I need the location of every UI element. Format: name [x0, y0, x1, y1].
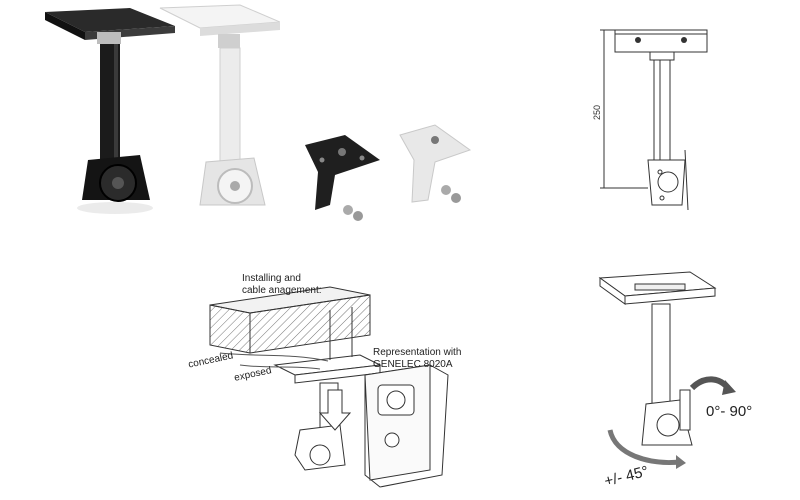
screws-black — [343, 205, 363, 221]
cable-lines — [219, 352, 329, 370]
installation-diagram: Installing and cable anagement: conceale… — [180, 265, 490, 500]
speaker-illustration — [364, 364, 449, 488]
install-heading-line1: Installing and — [242, 273, 301, 284]
white-mount-photo — [159, 4, 280, 206]
black-plate — [305, 135, 380, 210]
mount-pole — [651, 303, 671, 405]
dimension-label: 250 — [592, 104, 602, 120]
swivel-arrow-icon — [607, 429, 686, 469]
tilt-angle-label: 0°- 90° — [706, 403, 753, 420]
representation-line1: Representation with — [373, 347, 462, 358]
ceiling-section — [209, 286, 371, 354]
mount-swivel — [641, 389, 693, 446]
mount-plate — [598, 271, 717, 305]
representation-line2: GENELEC 8020A — [373, 359, 453, 370]
rotation-diagram: 0°- 90° +/- 45° — [580, 260, 780, 495]
screws-white — [441, 185, 461, 203]
arrow-down — [318, 389, 352, 431]
dimension-drawing: 250 — [580, 20, 720, 220]
screws — [329, 307, 353, 360]
white-plate — [399, 124, 472, 203]
product-photos — [40, 0, 280, 225]
black-mount-photo — [45, 8, 175, 214]
mounting-plates-photo — [300, 120, 480, 230]
tilt-arrow-icon — [689, 376, 736, 395]
install-heading-line2: cable anagement: — [242, 285, 322, 296]
